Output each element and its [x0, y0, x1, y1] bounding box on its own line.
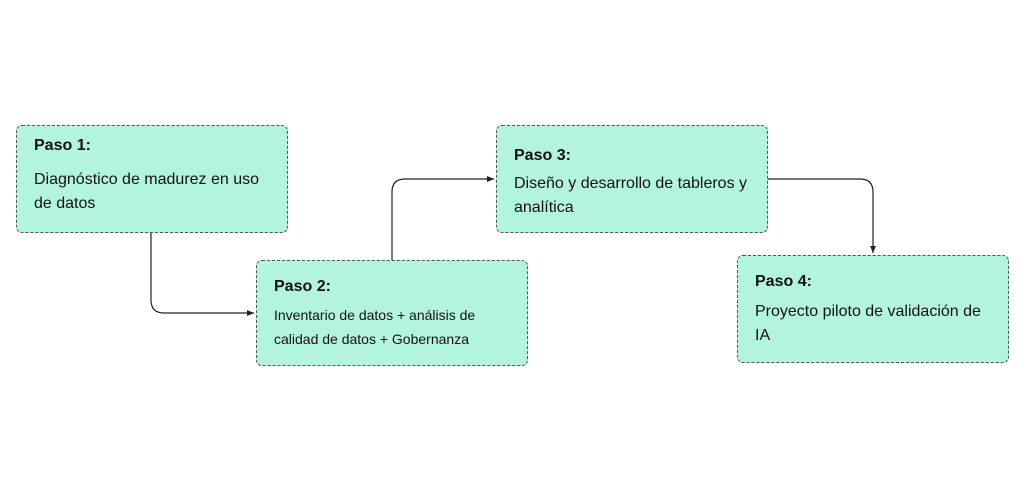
step-4-title: Paso 4:: [755, 273, 812, 290]
step-1-box: Paso 1: Diagnóstico de madurez en uso de…: [16, 125, 288, 233]
step-4-description: Proyecto piloto de validación de IA: [755, 303, 981, 344]
step-2-description: Inventario de datos + análisis de calida…: [274, 307, 476, 347]
step-3-box: Paso 3: Diseño y desarrollo de tableros …: [496, 125, 768, 233]
connector-step3-to-step4: [768, 178, 876, 253]
step-3-title: Paso 3:: [514, 147, 571, 164]
step-1-title: Paso 1:: [34, 137, 91, 154]
step-2-box: Paso 2: Inventario de datos + análisis d…: [256, 260, 528, 366]
connector-step1-to-step2: [150, 233, 254, 316]
step-2-title: Paso 2:: [274, 278, 331, 295]
step-1-description: Diagnóstico de madurez en uso de datos: [34, 171, 260, 212]
step-3-description: Diseño y desarrollo de tableros y analít…: [514, 175, 748, 216]
step-4-box: Paso 4: Proyecto piloto de validación de…: [737, 255, 1009, 363]
connector-step2-to-step3: [391, 176, 494, 260]
